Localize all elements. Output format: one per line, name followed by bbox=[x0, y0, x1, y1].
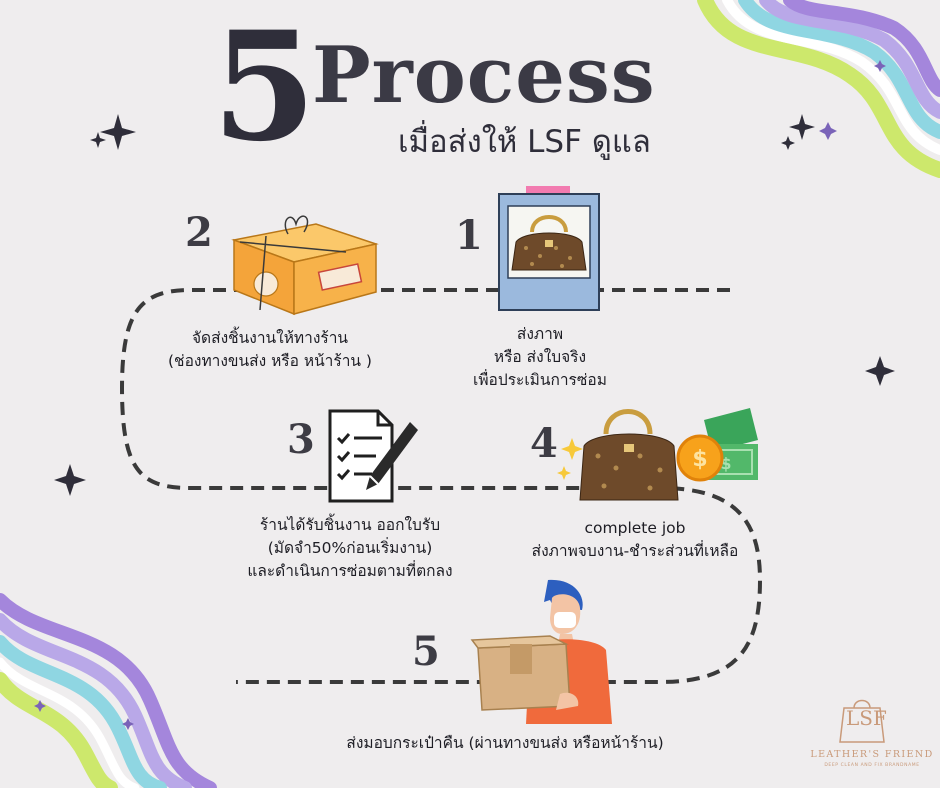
caption-line: ส่งภาพจบงาน-ชำระส่วนที่เหลือ bbox=[531, 542, 739, 560]
header-number: 5 bbox=[212, 0, 317, 175]
brand-bag-icon bbox=[839, 699, 885, 743]
step-1-caption: ส่งภาพ หรือ ส่งใบจริง เพื่อประเมินการซ่อ… bbox=[440, 323, 640, 392]
caption-line: และดำเนินการซ่อมตามที่ตกลง bbox=[247, 562, 453, 580]
caption-line: หรือ ส่งใบจริง bbox=[493, 348, 587, 366]
page-subtitle: เมื่อส่งให้ LSF ดูแล bbox=[398, 124, 651, 160]
svg-text:$: $ bbox=[720, 454, 731, 473]
svg-text:$: $ bbox=[692, 447, 707, 472]
caption-line: (ช่องทางขนส่ง หรือ หน้าร้าน ) bbox=[168, 352, 372, 370]
brand-monogram: LSF bbox=[846, 706, 887, 730]
bag-money-icon: $ $ bbox=[557, 408, 758, 501]
step-5-number: 5 bbox=[412, 628, 440, 675]
step-2-number: 2 bbox=[185, 209, 213, 256]
delivery-person-icon bbox=[470, 579, 612, 724]
step-5-caption: ส่งมอบกระเป๋าคืน (ผ่านทางขนส่ง หรือหน้าร… bbox=[290, 732, 720, 755]
parcel-box-icon bbox=[231, 215, 379, 316]
caption-line: จัดส่งชิ้นงานให้ทางร้าน bbox=[191, 329, 349, 347]
caption-line: ส่งภาพ bbox=[516, 325, 564, 343]
step-3-caption: ร้านได้รับชิ้นงาน ออกใบรับ (มัดจำ50%ก่อน… bbox=[210, 514, 490, 583]
caption-line: ร้านได้รับชิ้นงาน ออกใบรับ bbox=[259, 516, 441, 534]
sparkle-icon bbox=[865, 356, 895, 386]
page-title: Process bbox=[312, 30, 656, 121]
caption-line: เพื่อประเมินการซ่อม bbox=[473, 371, 607, 389]
step-2-caption: จัดส่งชิ้นงานให้ทางร้าน (ช่องทางขนส่ง หร… bbox=[140, 327, 400, 373]
step-4-number: 4 bbox=[530, 420, 558, 467]
caption-line: (มัดจำ50%ก่อนเริ่มงาน) bbox=[267, 539, 433, 557]
sparkle-icon bbox=[54, 464, 86, 496]
caption-line: complete job bbox=[584, 519, 686, 537]
bag-photo-icon bbox=[498, 186, 600, 311]
checklist-pen-icon bbox=[328, 409, 418, 503]
sparkle-icon bbox=[781, 114, 815, 150]
step-1-number: 1 bbox=[455, 212, 483, 259]
step-3-number: 3 bbox=[287, 416, 315, 463]
brand-name: LEATHER'S FRIEND bbox=[810, 749, 934, 760]
brand-tagline: DEEP CLEAN AND FIX BRANDNAME bbox=[824, 763, 920, 768]
caption-line: ส่งมอบกระเป๋าคืน (ผ่านทางขนส่ง หรือหน้าร… bbox=[346, 734, 664, 752]
sparkle-icon bbox=[90, 114, 136, 150]
step-4-caption: complete job ส่งภาพจบงาน-ชำระส่วนที่เหลื… bbox=[500, 517, 770, 563]
